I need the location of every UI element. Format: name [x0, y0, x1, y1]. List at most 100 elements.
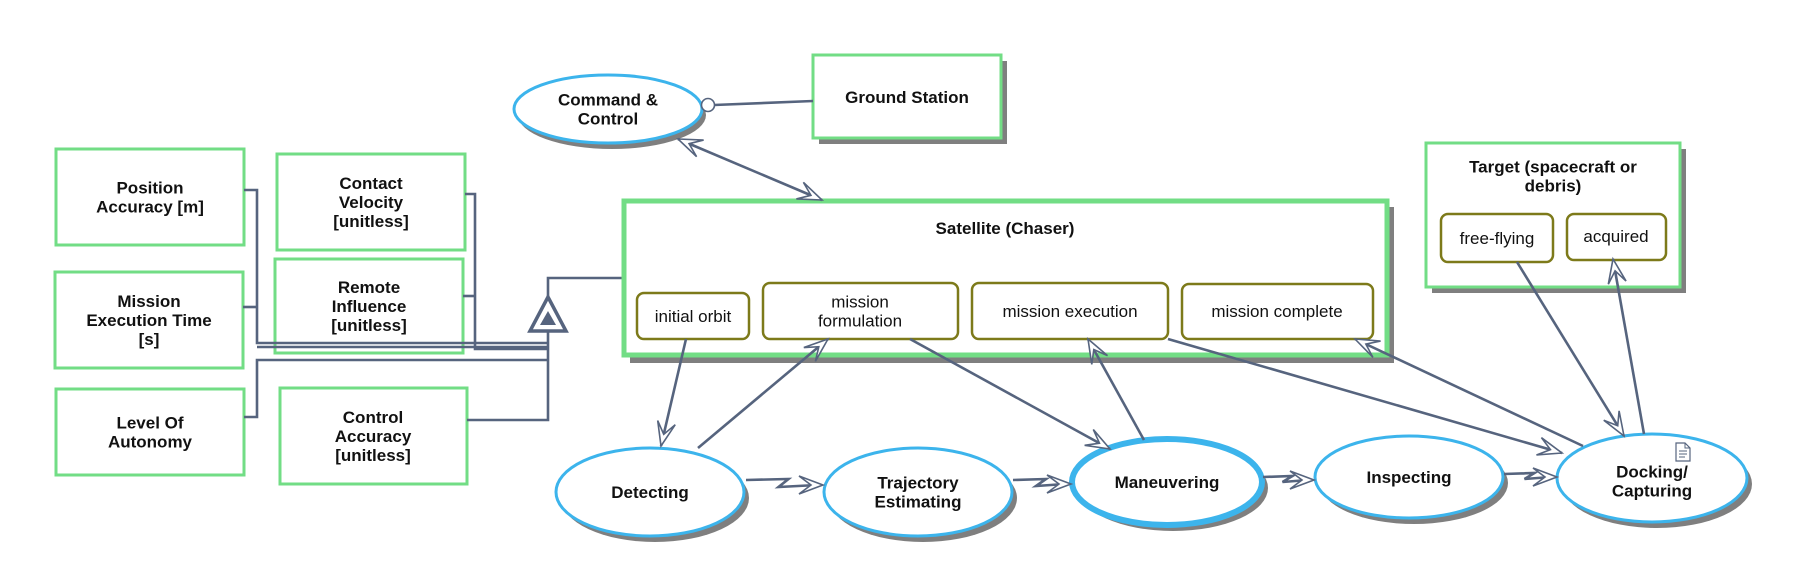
text-line: Level Of: [116, 414, 183, 433]
text-line: Control: [343, 408, 403, 427]
arrowhead-icon: [1352, 338, 1381, 358]
state-acquired[interactable]: acquired: [1565, 212, 1668, 262]
link-detecting-trajectory[interactable]: [745, 477, 818, 489]
process-detecting[interactable]: Detecting: [554, 446, 749, 542]
link-detecting-mission-formulation[interactable]: [697, 338, 829, 449]
satellite-title: Satellite (Chaser): [936, 219, 1075, 238]
process-label: Inspecting: [1366, 468, 1451, 487]
state-label: mission complete: [1211, 302, 1342, 321]
arrowhead-icon: [1086, 337, 1109, 365]
link-free-flying-docking[interactable]: [1515, 261, 1626, 437]
arrowhead-icon: [796, 181, 825, 201]
object-satellite-chaser[interactable]: Satellite (Chaser) initial orbit mission…: [621, 198, 1394, 363]
text-line: Remote: [338, 278, 400, 297]
process-label: Maneuvering: [1115, 473, 1220, 492]
text-line: mission: [831, 293, 889, 312]
arrowhead-icon: [1532, 467, 1560, 487]
arrowhead-icon: [1603, 410, 1626, 438]
process-label: Detecting: [611, 483, 688, 502]
state-mission-complete[interactable]: mission complete: [1180, 282, 1375, 341]
text-line: Velocity: [339, 193, 404, 212]
text-line: Maneuvering: [1115, 473, 1220, 492]
text-line: Estimating: [875, 493, 962, 512]
text-line: acquired: [1583, 227, 1648, 246]
link-trajectory-maneuvering[interactable]: [1012, 477, 1066, 488]
state-label: mission execution: [1002, 302, 1137, 321]
state-label: acquired: [1583, 227, 1648, 246]
text-line: mission complete: [1211, 302, 1342, 321]
text-line: [unitless]: [335, 446, 411, 465]
arrowhead-icon: [1084, 429, 1112, 451]
process-label: Command &Control: [558, 91, 658, 129]
text-line: Autonomy: [108, 433, 193, 452]
agent-link: [700, 97, 814, 113]
arrowhead-icon: [1607, 256, 1627, 285]
process-maneuvering[interactable]: Maneuvering: [1069, 436, 1268, 531]
text-line: initial orbit: [655, 307, 732, 326]
document-icon[interactable]: [1675, 442, 1691, 462]
text-line: Influence: [332, 297, 407, 316]
exhibition-links: [243, 188, 622, 422]
link-maneuvering-mission-execution[interactable]: [1086, 338, 1146, 441]
process-inspecting[interactable]: Inspecting: [1313, 434, 1508, 524]
state-free-flying[interactable]: free-flying: [1439, 212, 1555, 264]
object-ground-station[interactable]: Ground Station: [811, 53, 1007, 144]
link-initial-orbit-detecting[interactable]: [659, 338, 688, 447]
arrowhead-icon: [656, 420, 676, 449]
text-line: mission execution: [1002, 302, 1137, 321]
text-line: [unitless]: [333, 212, 409, 231]
link-mission-execution-docking[interactable]: [1167, 337, 1563, 455]
text-line: Execution Time: [86, 311, 211, 330]
text-line: Trajectory: [877, 474, 959, 493]
link-docking-mission-complete[interactable]: [1354, 337, 1584, 448]
text-line: Command &: [558, 91, 658, 110]
agent-lollipop-icon: [700, 97, 716, 113]
state-label: free-flying: [1460, 229, 1535, 248]
text-line: Inspecting: [1366, 468, 1451, 487]
arrowhead-icon: [675, 138, 704, 158]
exhibition-triangle-icon: [527, 293, 569, 333]
text-line: Accuracy: [335, 427, 412, 446]
link-docking-acquired[interactable]: [1611, 258, 1646, 435]
state-initial-orbit[interactable]: initial orbit: [635, 291, 751, 341]
process-command-control[interactable]: Command &Control: [512, 73, 706, 149]
process-label: Docking/Capturing: [1612, 463, 1692, 501]
text-line: Docking/: [1616, 463, 1688, 482]
arrowhead-icon: [1289, 470, 1317, 490]
state-mission-execution[interactable]: mission execution: [970, 281, 1170, 341]
process-docking-capturing[interactable]: Docking/Capturing: [1555, 432, 1752, 528]
arrowhead-icon: [1046, 474, 1074, 494]
arrowhead-icon: [1536, 437, 1565, 456]
text-line: Capturing: [1612, 482, 1692, 501]
text-line: free-flying: [1460, 229, 1535, 248]
text-line: [s]: [139, 330, 160, 349]
text-line: Ground Station: [845, 88, 969, 107]
link-mission-formulation-maneuvering[interactable]: [909, 337, 1111, 451]
procedural-links: [656, 137, 1646, 495]
text-line: Accuracy [m]: [96, 198, 204, 217]
text-line: Detecting: [611, 483, 688, 502]
arrowhead-icon: [798, 475, 826, 495]
text-line: debris): [1525, 177, 1582, 196]
link-inspecting-docking[interactable]: [1503, 471, 1552, 481]
link-command-control-satellite[interactable]: [677, 137, 823, 202]
link-maneuvering-inspecting[interactable]: [1262, 474, 1309, 484]
